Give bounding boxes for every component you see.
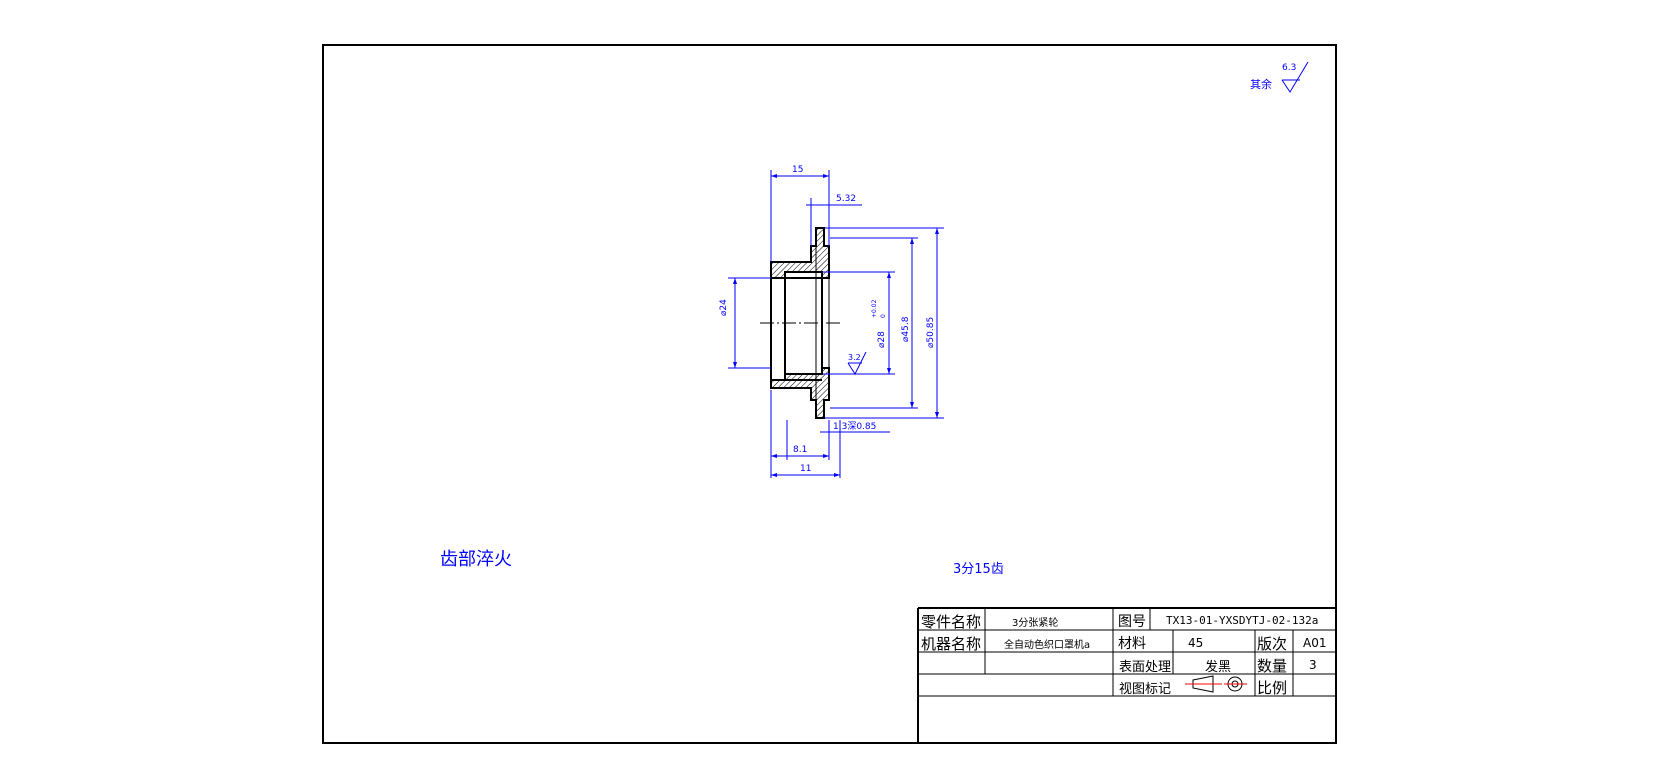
- projection-symbol-icon: [1185, 675, 1247, 693]
- roughness-general-value: 6.3: [1282, 63, 1297, 73]
- version-label: 版次: [1257, 635, 1288, 653]
- roughness-general-label: 其余: [1250, 78, 1272, 91]
- quantity-label: 数量: [1257, 657, 1288, 675]
- dim-8-1: 8.1: [793, 445, 808, 455]
- machine-name-value: 全自动色织口罩机a: [1004, 640, 1091, 651]
- dimension-lines: [728, 61, 1309, 478]
- dim-dia-28: ⌀28: [877, 331, 887, 348]
- drawing-no-value: TX13-01-YXSDYTJ-02-132a: [1166, 614, 1319, 627]
- part-name-value: 3分张紧轮: [1012, 618, 1059, 629]
- title-block-grid: [917, 607, 1337, 744]
- dim-dia-50-85: ⌀50.85: [926, 316, 936, 348]
- dim-dia-45-8: ⌀45.8: [901, 316, 911, 342]
- surface-value: 发黑: [1205, 660, 1232, 675]
- dimension-arrows: [733, 174, 939, 477]
- dim-11: 11: [800, 464, 812, 474]
- view-label: 视图标记: [1119, 682, 1172, 697]
- dim-15: 15: [792, 165, 804, 175]
- machine-name-label: 机器名称: [921, 635, 982, 653]
- section-top-wall: [770, 227, 830, 279]
- material-value: 45: [1188, 636, 1204, 650]
- part-section: [760, 227, 840, 419]
- material-label: 材料: [1118, 636, 1146, 652]
- dim-groove: 1.3深0.85: [833, 422, 877, 432]
- drawing-frame: [322, 44, 1337, 744]
- dim-dia-28-tol-lower: 0: [880, 314, 887, 318]
- quantity-value: 3: [1309, 658, 1317, 672]
- dim-5-32: 5.32: [836, 194, 857, 204]
- dim-dia-28-tol-upper: +0.02: [871, 299, 878, 318]
- dim-dia-24: ⌀24: [719, 299, 729, 316]
- note-heat-treatment: 齿部淬火: [440, 549, 512, 570]
- note-teeth: 3分15齿: [953, 562, 1004, 577]
- drawing-no-label: 图号: [1118, 614, 1146, 630]
- surface-label: 表面处理: [1119, 660, 1172, 675]
- section-bottom-wall: [770, 367, 830, 419]
- scale-label: 比例: [1257, 679, 1288, 697]
- roughness-3-2: 3.2: [848, 353, 861, 362]
- part-name-label: 零件名称: [921, 613, 982, 631]
- version-value: A01: [1303, 636, 1327, 650]
